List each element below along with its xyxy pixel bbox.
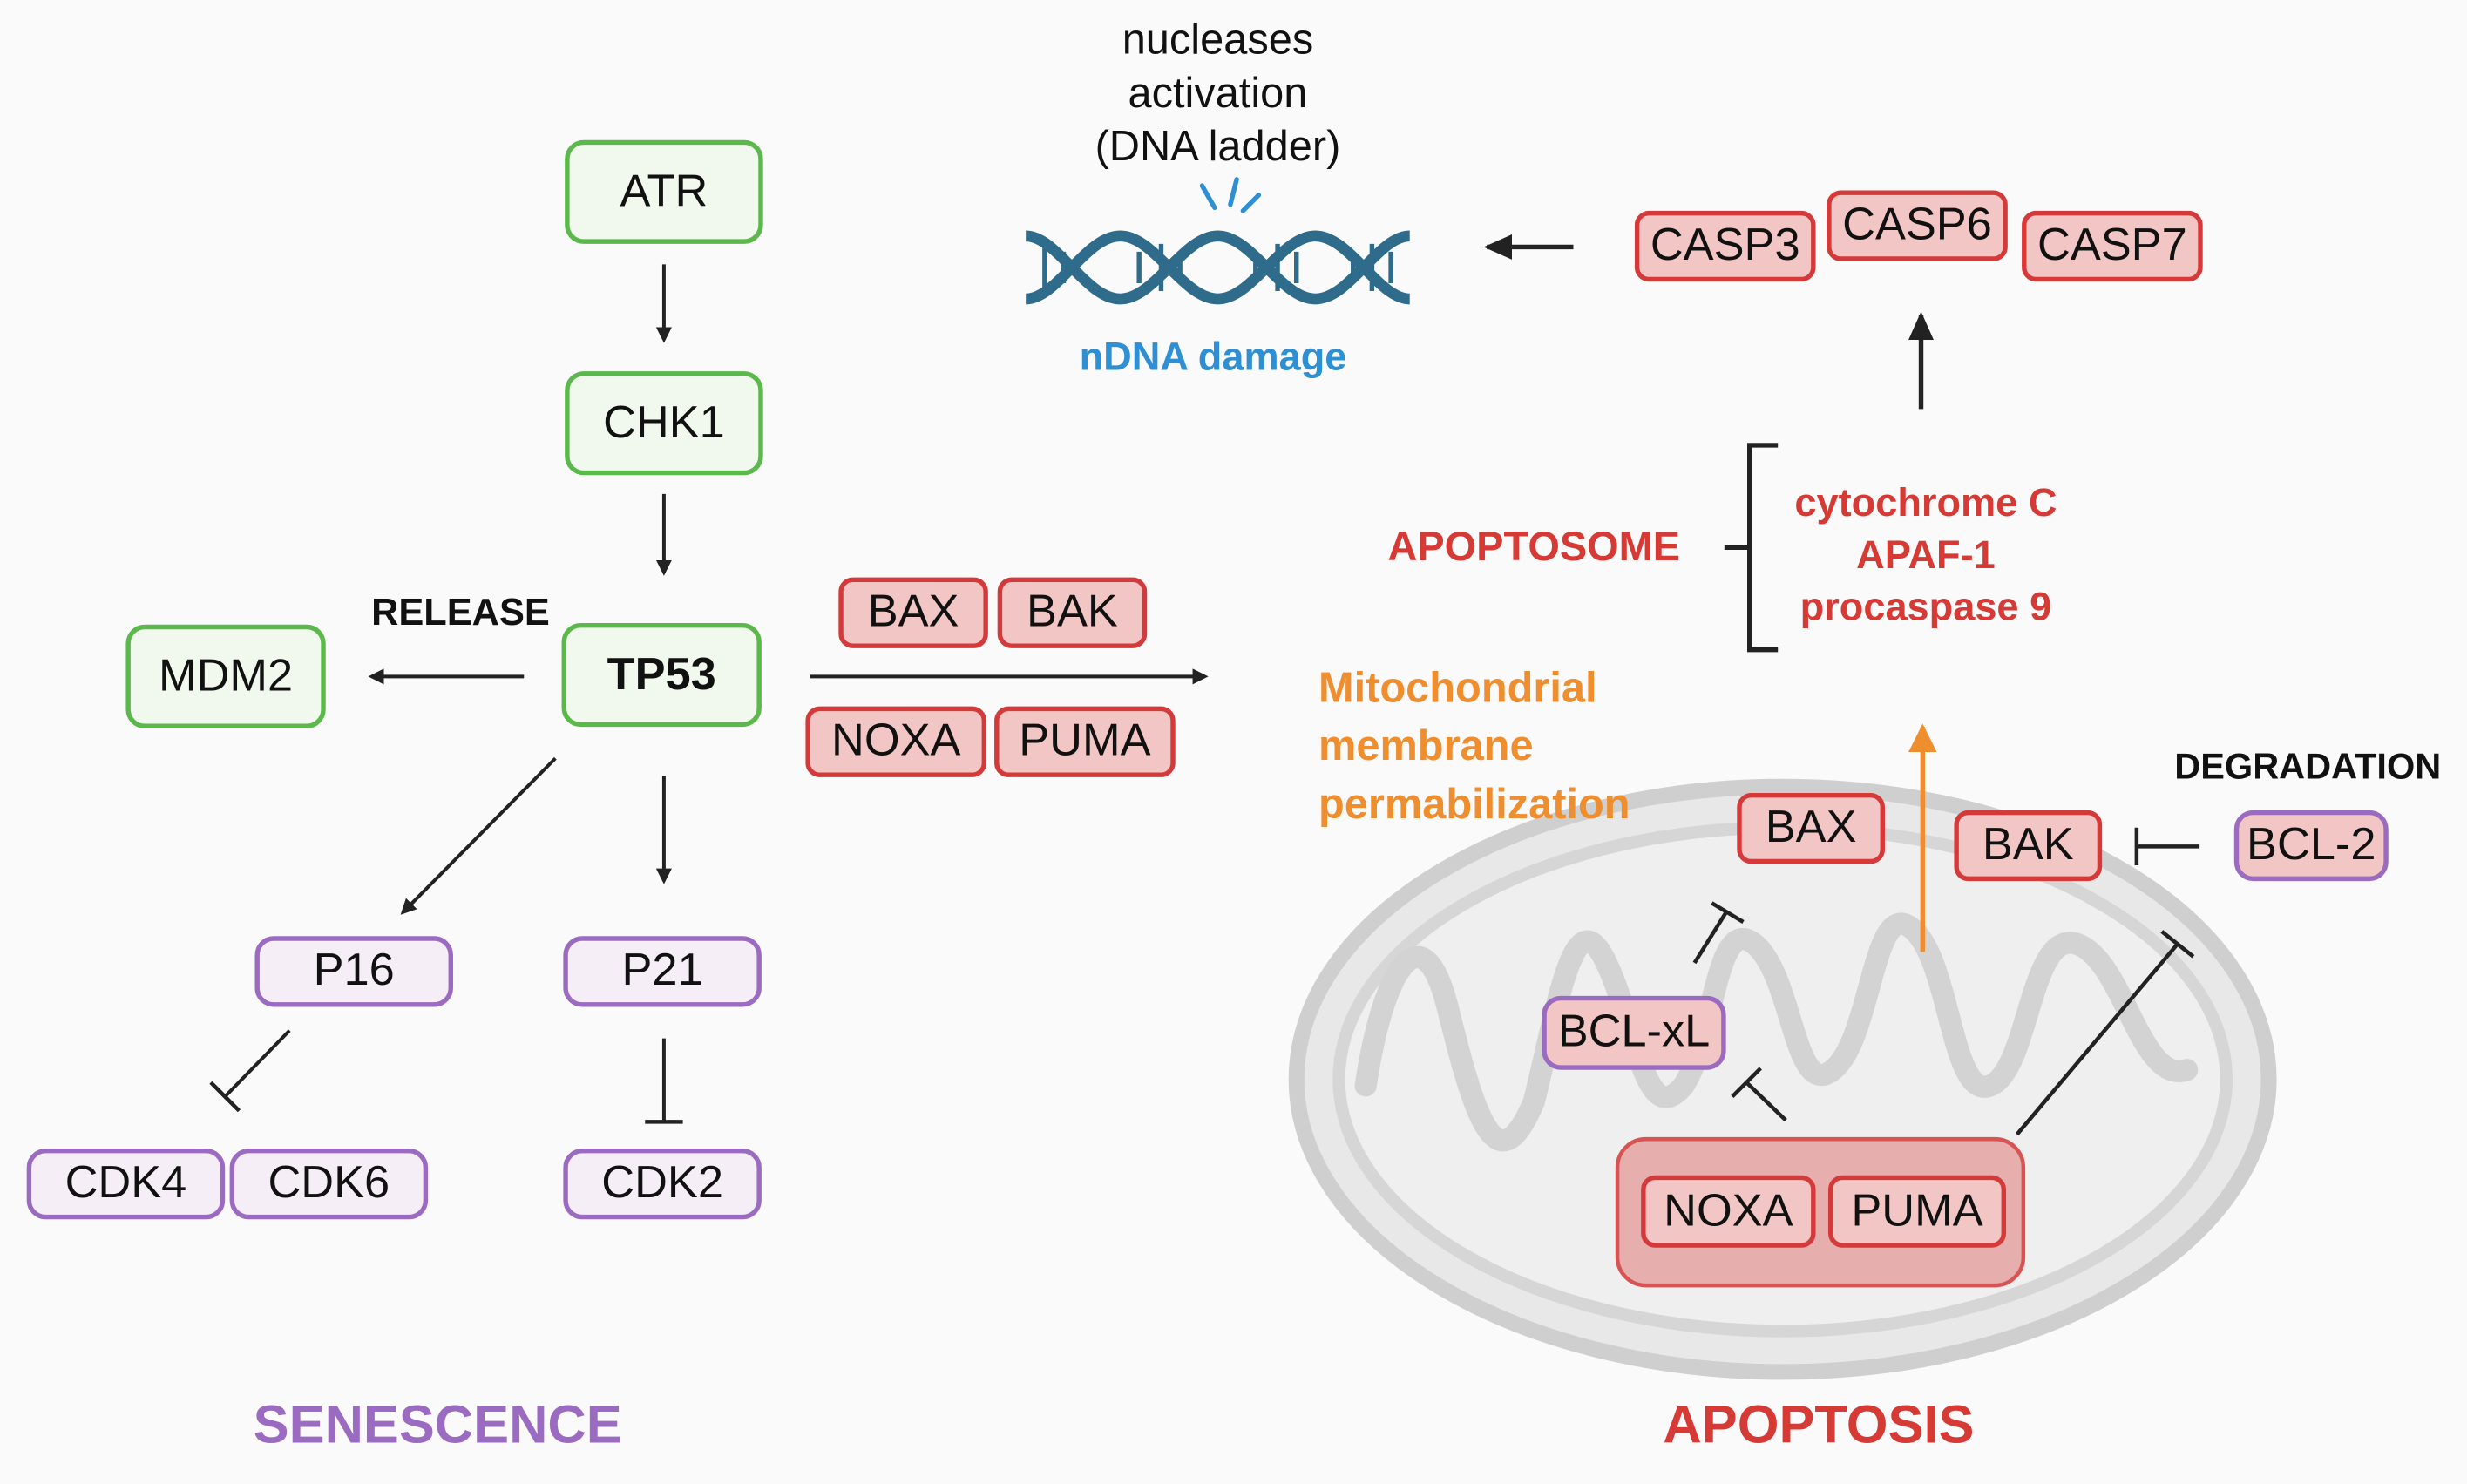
label-nucleases: nucleases activation (DNA ladder) [1029,12,1406,173]
component-cytochrome-c: cytochrome C [1794,481,2057,526]
node-casp6: CASP6 [1827,190,2008,261]
node-chk1: CHK1 [565,371,763,476]
node-casp3: CASP3 [1634,210,1816,282]
component-procaspase9: procaspase 9 [1799,585,2052,630]
apoptosome-bracket [1724,443,1779,653]
component-apaf1: APAF-1 [1856,533,1996,578]
dna-break-spark-icon [1199,177,1262,213]
node-bcl2: BCL-2 [2233,810,2389,882]
mito-perm-line-3: permabilization [1318,780,1630,828]
node-bclxl: BCL-xL [1542,995,1726,1070]
node-cdk2: CDK2 [563,1149,762,1220]
label-degradation: DEGRADATION [2174,745,2442,787]
arrow-tp53-p16 [400,756,557,915]
node-noxa-mid: NOXA [805,706,987,777]
apoptosome-components: cytochrome C APAF-1 procaspase 9 [1768,478,2083,634]
node-atr: ATR [565,139,763,244]
node-p21: P21 [563,936,762,1007]
label-ndna-damage: nDNA damage [1079,335,1347,380]
node-cdk6: CDK6 [229,1149,429,1220]
inhibit-puma-bak [2015,942,2179,1136]
nucleases-line-1: nucleases [1122,16,1314,64]
nucleases-line-3: (DNA ladder) [1095,122,1341,170]
title-senescence: SENESCENCE [253,1395,622,1456]
node-mdm2: MDM2 [125,624,326,728]
nucleases-line-2: activation [1128,69,1308,117]
mito-perm-line-2: membrane [1318,722,1534,769]
label-mito-perm: Mitochondrial membrane permabilization [1318,660,1630,834]
title-apoptosis: APOPTOSIS [1663,1395,1975,1456]
node-cdk4: CDK4 [26,1149,226,1220]
node-puma-mid: PUMA [994,706,1176,777]
label-release: RELEASE [371,591,550,634]
node-puma-mito: PUMA [1827,1175,2007,1248]
node-casp7: CASP7 [2022,210,2203,282]
node-bak-mito: BAK [1954,810,2103,882]
label-apoptosome: APOPTOSOME [1387,522,1681,570]
inhibit-bclxl-bax [1692,911,1728,965]
node-tp53: TP53 [561,622,762,728]
node-p16: P16 [254,936,453,1007]
mito-perm-line-1: Mitochondrial [1318,663,1597,712]
dna-helix-icon [1025,230,1411,305]
node-bax-mito: BAX [1737,792,1885,864]
node-noxa-mito: NOXA [1641,1175,1816,1248]
inhibit-noxa-bclxl [1745,1081,1787,1122]
inhibit-p16-cdk [223,1029,291,1098]
node-bak-mid: BAK [997,577,1148,648]
node-bax-mid: BAX [838,577,988,648]
